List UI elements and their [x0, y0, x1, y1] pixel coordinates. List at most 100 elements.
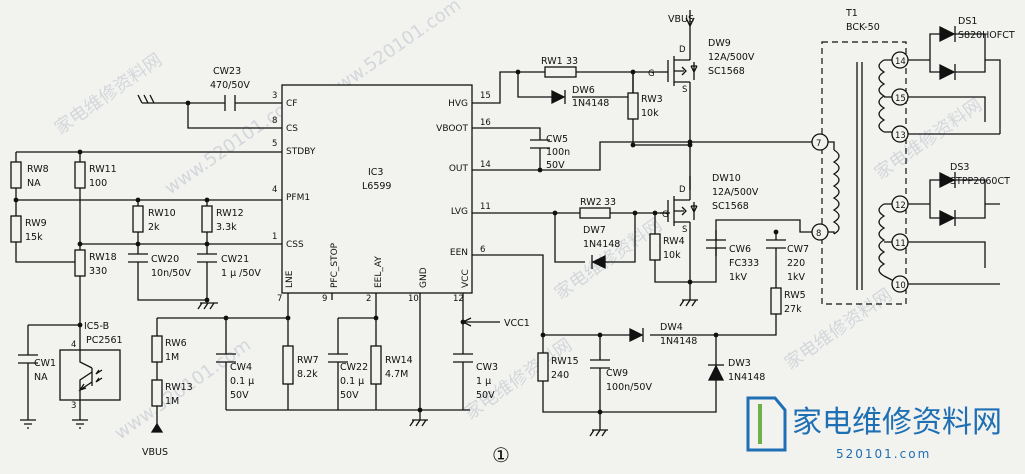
pin-num-pfm1: 4 — [272, 185, 277, 195]
pin-num-cs: 8 — [272, 116, 277, 126]
watermark: 家电维修资料网 www.520101.com www.520101.com 家电… — [51, 0, 986, 444]
svg-text:4.7M: 4.7M — [385, 369, 408, 380]
rw9-resistor: RW9 15k — [10, 215, 47, 243]
svg-text:1 μ: 1 μ — [476, 376, 491, 387]
cw9-capacitor: CW9 100n/50V — [590, 359, 652, 393]
svg-text:100n: 100n — [546, 147, 570, 158]
svg-text:100n/50V: 100n/50V — [606, 382, 652, 393]
pin-num-stdby: 5 — [272, 139, 277, 149]
svg-text:1M: 1M — [165, 352, 179, 363]
svg-text:RW7: RW7 — [297, 355, 319, 366]
rw13-resistor: RW13 1M — [151, 379, 193, 407]
pin-name-cs: CS — [286, 124, 298, 134]
svg-text:DW7: DW7 — [583, 225, 606, 236]
svg-text:1M: 1M — [165, 396, 179, 407]
svg-text:NA: NA — [34, 372, 48, 383]
dw3-diode: DW3 1N4148 — [707, 358, 765, 383]
pin-name-pfc-stop: PFC_STOP — [330, 242, 340, 288]
svg-text:CW6: CW6 — [729, 244, 751, 255]
svg-text:330: 330 — [89, 266, 107, 277]
svg-text:家电维修资料网: 家电维修资料网 — [792, 405, 1002, 440]
svg-text:IC5-B: IC5-B — [84, 321, 109, 332]
pin-num-een: 6 — [480, 245, 485, 255]
rw5-resistor: RW5 27k — [770, 287, 806, 315]
svg-text:G: G — [662, 210, 669, 220]
cw22-capacitor: CW22 0.1 μ 50V — [328, 353, 368, 401]
svg-text:13: 13 — [895, 131, 906, 141]
rw11-resistor: RW11 100 — [74, 161, 117, 189]
svg-text:RW12: RW12 — [216, 208, 244, 219]
svg-text:NA: NA — [27, 178, 41, 189]
vbus-top-label: VBUS — [668, 14, 694, 25]
pin-name-gnd: GND — [419, 267, 429, 288]
pin-num-css: 1 — [272, 232, 277, 242]
svg-text:家电维修资料网: 家电维修资料网 — [551, 215, 666, 304]
svg-text:12: 12 — [895, 201, 906, 211]
svg-text:SC1568: SC1568 — [708, 66, 745, 77]
svg-text:1kV: 1kV — [729, 272, 748, 283]
rw14-resistor: RW14 4.7M — [370, 345, 413, 385]
svg-text:G: G — [648, 69, 655, 79]
svg-text:220: 220 — [787, 258, 805, 269]
svg-text:RW14: RW14 — [385, 355, 413, 366]
svg-text:DW10: DW10 — [712, 173, 741, 184]
svg-text:RW3: RW3 — [641, 94, 663, 105]
high-side-wiring — [472, 10, 820, 176]
svg-text:11: 11 — [895, 239, 906, 249]
svg-text:CW4: CW4 — [230, 362, 252, 373]
svg-text:DS3: DS3 — [950, 162, 969, 173]
vbus-arrow — [685, 17, 695, 28]
svg-text:CW22: CW22 — [340, 362, 368, 373]
svg-text:S: S — [682, 225, 687, 235]
rw7-resistor: RW7 8.2k — [282, 345, 319, 385]
site-logo: 家电维修资料网 520101.com — [746, 396, 1002, 461]
svg-text:RW2: RW2 — [580, 197, 602, 208]
svg-text:RW8: RW8 — [27, 164, 49, 175]
pin-num-vcc: 12 — [453, 294, 464, 304]
svg-text:50V: 50V — [546, 160, 565, 171]
svg-text:SC1568: SC1568 — [712, 201, 749, 212]
dw4-diode: DW4 1N4148 — [629, 322, 697, 347]
svg-text:CW21: CW21 — [221, 254, 249, 265]
svg-text:10n/50V: 10n/50V — [151, 268, 191, 279]
dw6-diode: DW6 1N4148 — [551, 85, 609, 109]
cw23-capacitor: CW23 470/50V — [210, 66, 250, 91]
svg-text:15k: 15k — [25, 232, 43, 243]
svg-text:1N4148: 1N4148 — [728, 372, 765, 383]
svg-text:CW5: CW5 — [546, 134, 568, 145]
dw7-diode: DW7 1N4148 — [583, 225, 620, 270]
svg-text:CW23: CW23 — [213, 66, 241, 77]
svg-text:RW6: RW6 — [165, 338, 187, 349]
rw18-resistor: RW18 330 — [74, 249, 117, 277]
svg-text:8.2k: 8.2k — [297, 369, 318, 380]
svg-text:CW7: CW7 — [787, 244, 809, 255]
svg-text:CW9: CW9 — [606, 368, 628, 379]
svg-text:2k: 2k — [148, 222, 160, 233]
pin-name-een: EEN — [450, 248, 468, 258]
svg-text:50V: 50V — [340, 390, 359, 401]
vbus-bottom-label: VBUS — [142, 447, 168, 458]
pin-name-cf: CF — [286, 99, 297, 109]
pin-name-hvg: HVG — [448, 99, 468, 109]
svg-text:DS1: DS1 — [958, 16, 977, 27]
svg-text:470/50V: 470/50V — [210, 80, 250, 91]
pin-name-out: OUT — [449, 164, 469, 174]
svg-text:DW9: DW9 — [708, 38, 731, 49]
svg-text:STPP2060CT: STPP2060CT — [950, 176, 1010, 187]
pin-num-pfc-stop: 9 — [322, 294, 327, 304]
svg-text:10k: 10k — [663, 250, 681, 261]
cw20-capacitor: CW20 10n/50V — [128, 253, 191, 279]
svg-text:33: 33 — [604, 197, 616, 208]
svg-text:1N4148: 1N4148 — [572, 98, 609, 109]
svg-text:8: 8 — [816, 229, 821, 239]
svg-text:RW1: RW1 — [541, 56, 563, 67]
svg-text:D: D — [679, 185, 686, 195]
pin-name-lvg: LVG — [451, 207, 468, 217]
rw12-resistor: RW12 3.3k — [201, 205, 244, 233]
pin-name-lne: LNE — [285, 270, 295, 288]
svg-text:RW4: RW4 — [663, 236, 685, 247]
cw21-capacitor: CW21 1 μ /50V — [197, 253, 261, 279]
pin-num-lvg: 11 — [480, 202, 491, 212]
rw6-resistor: RW6 1M — [151, 335, 187, 363]
